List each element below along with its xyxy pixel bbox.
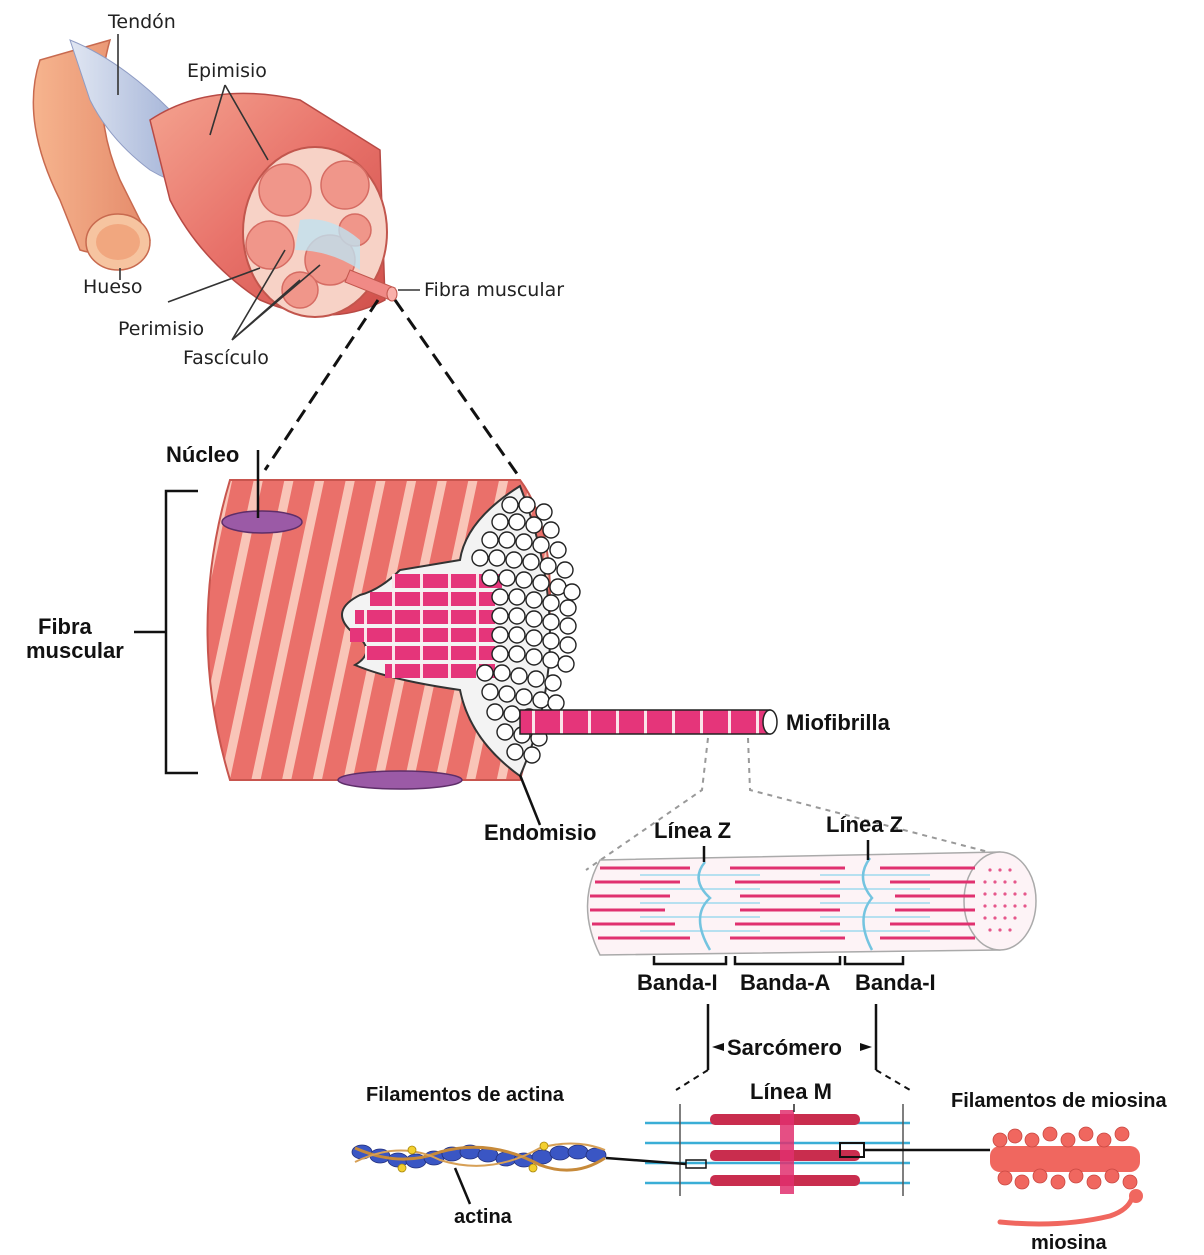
zoom-line-left [265,300,378,470]
label-fibra-line1: Fibra [38,614,93,639]
label-miosina: miosina [1031,1232,1107,1254]
label-actina: actina [454,1206,513,1228]
label-perimisio: Perimisio [118,318,204,340]
label-epimisio: Epimisio [187,60,267,82]
label-hueso: Hueso [83,276,143,298]
label-linea-z-left: Línea Z [654,818,731,843]
label-filamentos-actina: Filamentos de actina [366,1084,565,1106]
label-fasciculo: Fascículo [183,347,269,369]
label-fibra-muscular-small: Fibra muscular [424,279,564,301]
zoom-line-myofibril-left [586,738,708,870]
leader-actina [455,1168,470,1204]
zoom-line-myofibril-right [748,738,1000,855]
myosin-molecule [1000,1198,1132,1224]
m-line [780,1110,794,1194]
actin-filament [352,1142,606,1172]
label-banda-i-right: Banda-I [855,970,936,995]
label-linea-m: Línea M [750,1079,832,1104]
bracket-fibra-muscular [134,491,198,773]
label-tendon: Tendón [107,11,176,33]
label-miofibrilla: Miofibrilla [786,710,891,735]
band-brackets [654,956,903,964]
label-fibra-line2: muscular [26,638,124,663]
zoom-line-right [395,300,520,478]
leader-endomisio [520,775,540,825]
muscle-fiber-illustration [208,480,778,789]
nucleus-bottom [338,771,462,789]
label-linea-z-right: Línea Z [826,812,903,837]
label-filamentos-miosina: Filamentos de miosina [951,1090,1167,1112]
myofibril-detail [588,852,1037,955]
label-nucleo: Núcleo [166,442,239,467]
myosin-filament [990,1127,1143,1224]
myofibril-protrusion [520,710,770,734]
nucleus-top [222,511,302,533]
label-sarcomero: Sarcómero [727,1035,842,1060]
label-banda-a: Banda-A [740,970,831,995]
label-banda-i-left: Banda-I [637,970,718,995]
